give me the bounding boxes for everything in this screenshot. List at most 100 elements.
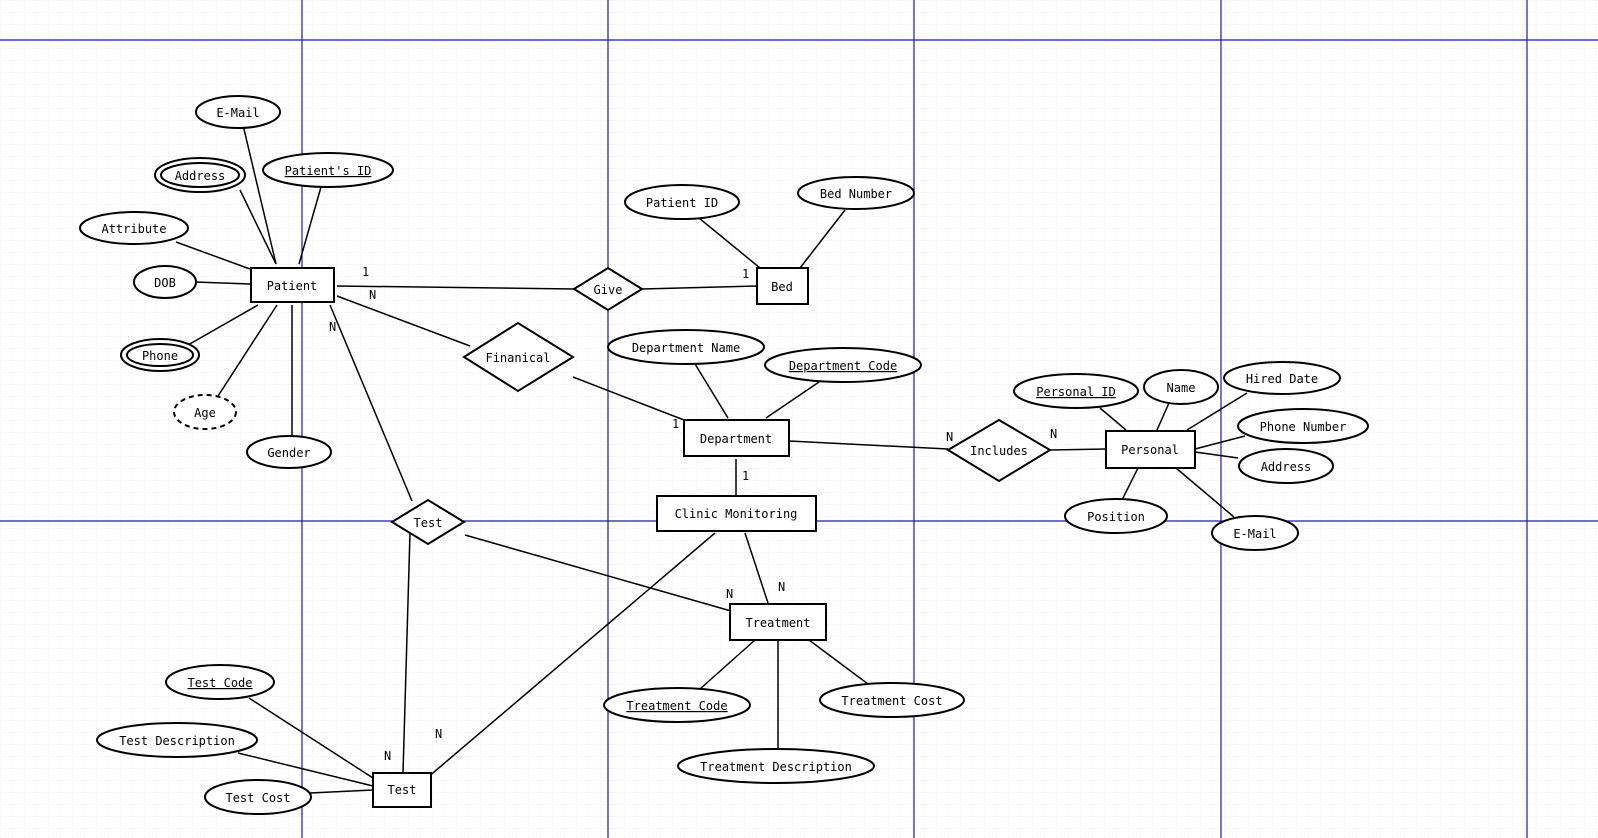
cardinality-label: N	[435, 727, 442, 741]
attr-test-cost[interactable]: Test Cost	[204, 779, 312, 815]
svg-text:Address: Address	[1261, 460, 1312, 474]
connector-line	[1121, 467, 1139, 501]
svg-text:Department: Department	[700, 432, 772, 446]
attr-personal-phone-number[interactable]: Phone Number	[1237, 408, 1369, 444]
connector-line	[1049, 448, 1107, 451]
connector-line	[426, 532, 716, 779]
svg-text:Test: Test	[414, 516, 443, 530]
entity-patient[interactable]: Patient	[250, 267, 335, 303]
entity-clinic-monitoring[interactable]: Clinic Monitoring	[656, 495, 817, 532]
svg-text:Treatment Description: Treatment Description	[700, 760, 852, 774]
svg-text:Department Code: Department Code	[789, 359, 897, 373]
entity-bed[interactable]: Bed	[756, 267, 809, 305]
connector-line	[1194, 435, 1246, 450]
svg-text:Address: Address	[175, 169, 226, 183]
connector-line	[1175, 467, 1235, 518]
svg-text:Bed: Bed	[771, 280, 793, 294]
connector-line	[1186, 392, 1248, 431]
relationship-financial[interactable]: Finanical	[462, 321, 575, 393]
svg-text:Clinic Monitoring: Clinic Monitoring	[675, 507, 798, 521]
attr-patient-dob[interactable]: DOB	[133, 265, 197, 299]
connector-line	[641, 285, 758, 290]
connector-line	[799, 209, 846, 269]
attr-bed-patient-id[interactable]: Patient ID	[624, 184, 740, 220]
svg-text:Treatment: Treatment	[745, 616, 810, 630]
relationship-includes[interactable]: Includes	[946, 418, 1052, 483]
cardinality-label: N	[726, 587, 733, 601]
connector-line	[572, 376, 685, 421]
attr-patient-id-key[interactable]: Patient's ID	[262, 152, 394, 188]
connector-line	[237, 752, 374, 787]
svg-text:Patient ID: Patient ID	[646, 196, 718, 210]
attr-personal-name[interactable]: Name	[1143, 369, 1219, 405]
svg-text:Patient: Patient	[267, 279, 318, 293]
connector-line	[194, 281, 251, 285]
svg-text:DOB: DOB	[154, 276, 176, 290]
cardinality-label: 1	[362, 265, 369, 279]
connector-line	[329, 304, 413, 502]
attr-department-code-key[interactable]: Department Code	[764, 347, 922, 383]
cardinality-label: N	[778, 580, 785, 594]
attr-patient-address-multivalued[interactable]: Address	[154, 157, 246, 193]
svg-text:Attribute: Attribute	[101, 222, 166, 236]
attr-department-name[interactable]: Department Name	[607, 329, 765, 365]
attr-treatment-code-key[interactable]: Treatment Code	[603, 687, 751, 723]
connector-line	[248, 697, 374, 779]
connector-line	[309, 789, 374, 794]
connector-line	[464, 534, 739, 614]
svg-text:Phone Number: Phone Number	[1260, 420, 1347, 434]
connector-line	[1156, 402, 1170, 431]
connector-line	[1099, 407, 1127, 431]
relationship-test[interactable]: Test	[390, 498, 466, 546]
attr-test-code-key[interactable]: Test Code	[165, 664, 275, 700]
svg-text:Position: Position	[1087, 510, 1145, 524]
attr-patient-age-derived[interactable]: Age	[173, 394, 237, 430]
connector-line	[1194, 451, 1239, 459]
svg-text:Personal ID: Personal ID	[1036, 385, 1115, 399]
relationship-give[interactable]: Give	[572, 266, 644, 312]
attr-treatment-description[interactable]: Treatment Description	[677, 748, 875, 784]
connector-line	[187, 304, 259, 346]
svg-text:Test Code: Test Code	[187, 676, 252, 690]
attr-patient-attribute[interactable]: Attribute	[79, 211, 189, 245]
connector-line	[336, 285, 575, 290]
entity-test[interactable]: Test	[372, 772, 432, 808]
svg-text:Test: Test	[388, 783, 417, 797]
svg-text:Treatment Cost: Treatment Cost	[841, 694, 942, 708]
connector-line	[217, 304, 278, 397]
cardinality-label: N	[329, 320, 336, 334]
entity-treatment[interactable]: Treatment	[729, 603, 827, 641]
attr-personal-email[interactable]: E-Mail	[1211, 515, 1299, 551]
svg-text:Give: Give	[594, 283, 623, 297]
svg-text:Includes: Includes	[970, 444, 1028, 458]
entity-personal[interactable]: Personal	[1105, 430, 1196, 469]
attr-personal-position[interactable]: Position	[1064, 498, 1168, 534]
connector-line	[788, 440, 949, 450]
attr-patient-email[interactable]: E-Mail	[195, 95, 281, 129]
svg-text:Personal: Personal	[1121, 443, 1179, 457]
attr-patient-phone-multivalued[interactable]: Phone	[120, 338, 200, 372]
connector-line	[239, 189, 277, 265]
attr-personal-address[interactable]: Address	[1238, 448, 1334, 484]
attr-personal-id-key[interactable]: Personal ID	[1013, 373, 1139, 409]
connector-line	[808, 639, 869, 685]
svg-text:E-Mail: E-Mail	[1233, 527, 1276, 541]
connector-line	[698, 217, 761, 269]
svg-text:Age: Age	[194, 406, 216, 420]
svg-text:Bed Number: Bed Number	[820, 187, 892, 201]
cardinality-label: N	[1050, 427, 1057, 441]
cardinality-label: N	[384, 749, 391, 763]
attr-patient-gender[interactable]: Gender	[246, 435, 332, 469]
attr-personal-hired-date[interactable]: Hired Date	[1223, 361, 1341, 395]
connector-line	[699, 639, 756, 690]
attr-treatment-cost[interactable]: Treatment Cost	[819, 682, 965, 718]
attr-bed-number[interactable]: Bed Number	[797, 176, 915, 210]
attr-test-description[interactable]: Test Description	[96, 722, 258, 758]
svg-text:Test Cost: Test Cost	[225, 791, 290, 805]
entity-department[interactable]: Department	[683, 419, 790, 457]
svg-text:Patient's ID: Patient's ID	[285, 164, 372, 178]
connector-line	[744, 532, 769, 604]
cardinality-labels: 1 1 N 1 N N N 1 N N N N	[329, 265, 1057, 763]
